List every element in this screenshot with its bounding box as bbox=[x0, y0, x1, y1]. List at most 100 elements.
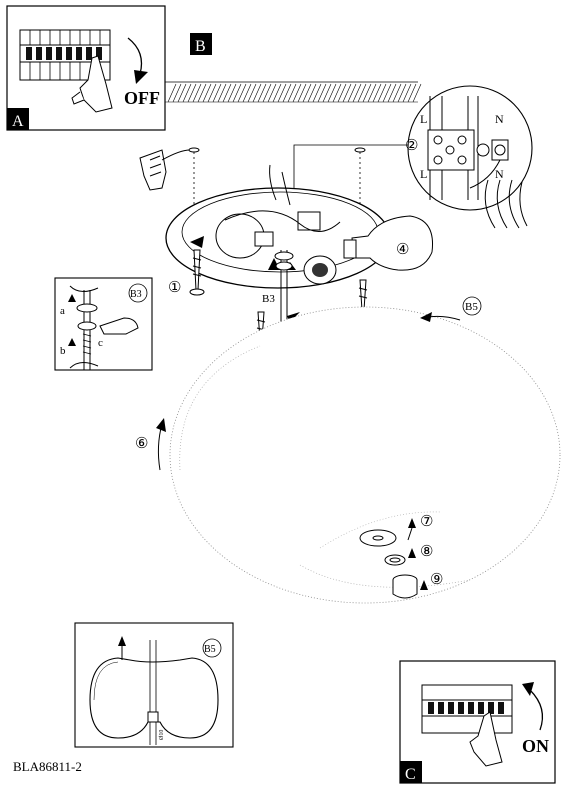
base-plate bbox=[165, 164, 391, 289]
b3-callout: B3 bbox=[262, 293, 275, 305]
hatch-line bbox=[387, 83, 397, 103]
hatch-line bbox=[362, 83, 372, 103]
hatch-line bbox=[297, 83, 307, 103]
hatch-line bbox=[352, 83, 362, 103]
step-1-callout: ① bbox=[168, 280, 181, 296]
hatch-line bbox=[192, 83, 202, 103]
inset-b3-b: b bbox=[60, 345, 66, 357]
inset-b5-dim: Ø10 bbox=[159, 730, 165, 740]
hatch-line bbox=[367, 83, 377, 103]
breaker-panel-icon bbox=[421, 684, 513, 734]
hatch-line bbox=[342, 83, 352, 103]
hatch-line bbox=[312, 83, 322, 103]
panel-c: ON C bbox=[399, 660, 556, 784]
hatch-line bbox=[167, 83, 177, 103]
inset-b3-a: a bbox=[60, 305, 65, 317]
ring-icon bbox=[384, 554, 406, 566]
step-7-callout: ⑦ bbox=[420, 514, 433, 530]
hand-icon bbox=[469, 711, 503, 767]
hatch-line bbox=[327, 83, 337, 103]
panel-a-letter: A bbox=[12, 113, 24, 130]
hatch-line bbox=[382, 83, 392, 103]
hatch-line bbox=[282, 83, 292, 103]
hatch-line bbox=[267, 83, 277, 103]
arrow-head-icon bbox=[134, 70, 148, 84]
nut-icon bbox=[274, 251, 294, 271]
inset-b3-title: B3 bbox=[130, 289, 142, 300]
panel-c-letter: C bbox=[405, 766, 416, 783]
bulb-icon bbox=[343, 215, 434, 271]
inset-b3: B3 a b c bbox=[54, 277, 153, 371]
hatch-line bbox=[317, 83, 327, 103]
hatch-line bbox=[397, 83, 407, 103]
hatch-line bbox=[357, 83, 367, 103]
hatch-line bbox=[322, 83, 332, 103]
step-2-callout: ② bbox=[405, 138, 418, 154]
panel-b-label: B bbox=[190, 33, 212, 55]
hatch-line bbox=[337, 83, 347, 103]
hatch-line bbox=[292, 83, 302, 103]
hatch-line bbox=[177, 83, 187, 103]
hatch-line bbox=[247, 83, 257, 103]
step-4-callout: ④ bbox=[396, 242, 409, 258]
terminal-block-detail: L N L N ② bbox=[405, 85, 533, 229]
b5-callout: B5 bbox=[465, 301, 478, 313]
hatch-line bbox=[182, 83, 192, 103]
hatch-line bbox=[222, 83, 232, 103]
hatch-line bbox=[302, 83, 312, 103]
neutral-label: N bbox=[495, 112, 504, 126]
hatch-line bbox=[207, 83, 217, 103]
hatch-line bbox=[217, 83, 227, 103]
hatch-line bbox=[277, 83, 287, 103]
screw-icon bbox=[189, 249, 205, 296]
arrow-head-icon bbox=[522, 682, 534, 696]
hatch-line bbox=[347, 83, 357, 103]
wall-plug-icon bbox=[139, 147, 366, 191]
ground-icon bbox=[476, 139, 509, 161]
hatch-line bbox=[372, 83, 382, 103]
hatch-line bbox=[412, 83, 422, 103]
glass-shade bbox=[169, 306, 561, 604]
step-9-callout: ⑨ bbox=[430, 572, 443, 588]
hatch-line bbox=[262, 83, 272, 103]
hatch-line bbox=[287, 83, 297, 103]
hatch-line bbox=[252, 83, 262, 103]
hatch-line bbox=[237, 83, 247, 103]
hatch-line bbox=[392, 83, 402, 103]
inset-b3-c: c bbox=[98, 337, 103, 349]
step-6-callout: ⑥ bbox=[135, 436, 148, 452]
hatch-line bbox=[172, 83, 182, 103]
hand-icon bbox=[71, 55, 113, 113]
hatch-line bbox=[257, 83, 267, 103]
rotate-arrow-icon bbox=[529, 689, 544, 731]
hatch-line bbox=[242, 83, 252, 103]
hatch-line bbox=[407, 83, 417, 103]
panel-b-letter: B bbox=[195, 38, 206, 55]
hatch-line bbox=[202, 83, 212, 103]
hatch-line bbox=[377, 83, 387, 103]
hatch-line bbox=[187, 83, 197, 103]
knob-icon bbox=[392, 574, 418, 599]
hatch-line bbox=[332, 83, 342, 103]
hatch-line bbox=[272, 83, 282, 103]
rotate-arrow-icon bbox=[127, 37, 143, 75]
hatch-line bbox=[227, 83, 237, 103]
live-label: L bbox=[420, 112, 427, 126]
off-label: OFF bbox=[124, 88, 160, 108]
live-label-bottom: L bbox=[420, 167, 427, 181]
hatch-line bbox=[212, 83, 222, 103]
ceiling-hatch bbox=[165, 81, 422, 103]
neutral-label-bottom: N bbox=[495, 167, 504, 181]
hatch-line bbox=[307, 83, 317, 103]
panel-a: OFF A bbox=[6, 5, 166, 131]
inset-b5: B5 Ø10 bbox=[74, 622, 234, 748]
hatch-line bbox=[402, 83, 412, 103]
wrench-icon bbox=[99, 317, 139, 335]
on-label: ON bbox=[522, 736, 549, 756]
inset-b5-title: B5 bbox=[204, 644, 216, 655]
washer-icon bbox=[359, 529, 397, 547]
hatch-line bbox=[197, 83, 207, 103]
hatch-line bbox=[232, 83, 242, 103]
model-code: BLA86811-2 bbox=[13, 759, 82, 774]
